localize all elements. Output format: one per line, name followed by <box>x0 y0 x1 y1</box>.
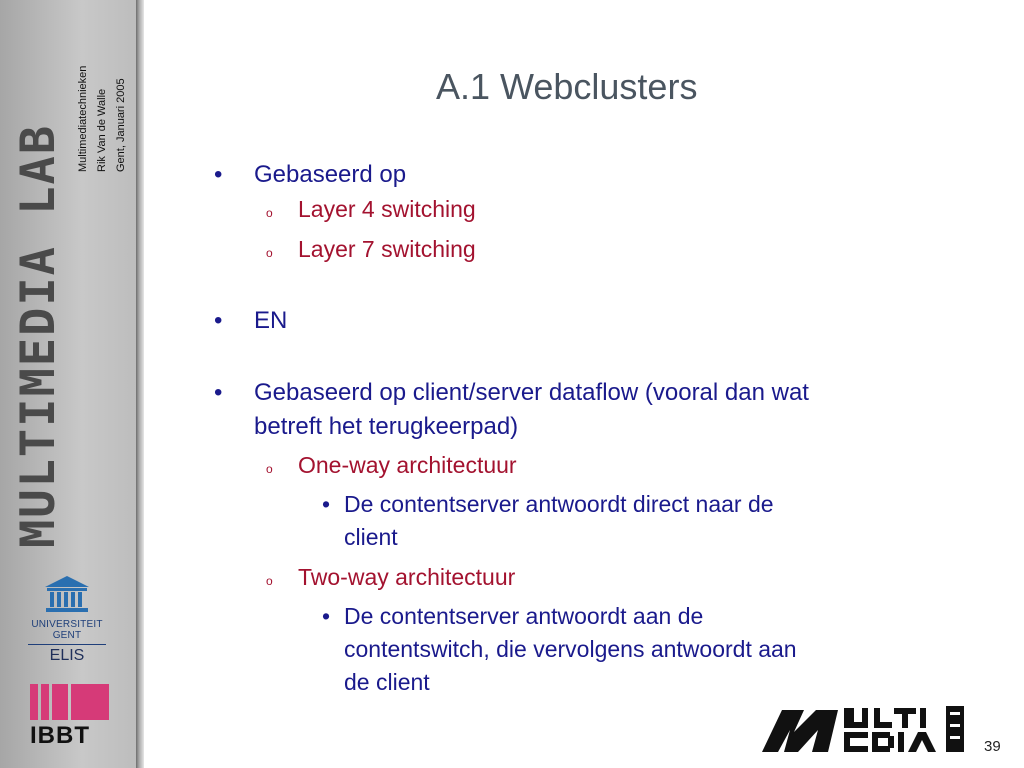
university-city: GENT <box>52 630 82 641</box>
bullet-dot-icon: • <box>214 161 223 188</box>
page-number: 39 <box>984 738 1001 755</box>
ugent-logo: UNIVERSITEIT GENT ELIS <box>22 574 112 665</box>
course-date: Gent, Januari 2005 <box>115 78 127 172</box>
bullet-circle-icon: o <box>266 246 273 260</box>
sidebar-panel: MULTIMEDIA LAB Multimediatechnieken Rik … <box>0 0 136 768</box>
bullet-dot-icon: • <box>322 491 331 517</box>
bullet-dot-icon: • <box>322 603 331 629</box>
course-meta: Multimediatechnieken Rik Van de Walle Ge… <box>74 22 134 172</box>
bullet-dot-icon: • <box>214 379 223 406</box>
university-name: UNIVERSITEIT <box>31 619 103 630</box>
bullet-level3: •De contentserver antwoordt direct naar … <box>210 488 794 554</box>
bullet-level1: •Gebaseerd op <box>210 158 830 192</box>
sidebar-shadow <box>136 0 144 768</box>
bullet-level1: •EN <box>210 304 830 338</box>
bullet-circle-icon: o <box>266 574 273 588</box>
bullet-dot-icon: • <box>214 307 223 334</box>
bullet-circle-icon: o <box>266 206 273 220</box>
department-label: ELIS <box>49 647 85 664</box>
bullet-level3: •De contentserver antwoordt aan de conte… <box>210 600 814 699</box>
logo-divider <box>28 644 106 645</box>
multimedia-lab-brand: MULTIMEDIA LAB <box>11 123 66 548</box>
bullet-circle-icon: o <box>266 462 273 476</box>
ibbt-logo: IBBT <box>30 684 110 750</box>
author-name: Rik Van de Walle <box>96 88 108 172</box>
ibbt-wordmark: IBBT <box>30 722 90 749</box>
university-building-icon <box>45 576 89 612</box>
slide-title: A.1 Webclusters <box>436 66 698 107</box>
multimedia-lab-footer-logo <box>762 706 964 752</box>
course-name: Multimediatechnieken <box>77 65 89 172</box>
ibbt-bars-icon <box>30 684 110 720</box>
bullet-level1: •Gebaseerd op client/server dataflow (vo… <box>210 376 814 444</box>
